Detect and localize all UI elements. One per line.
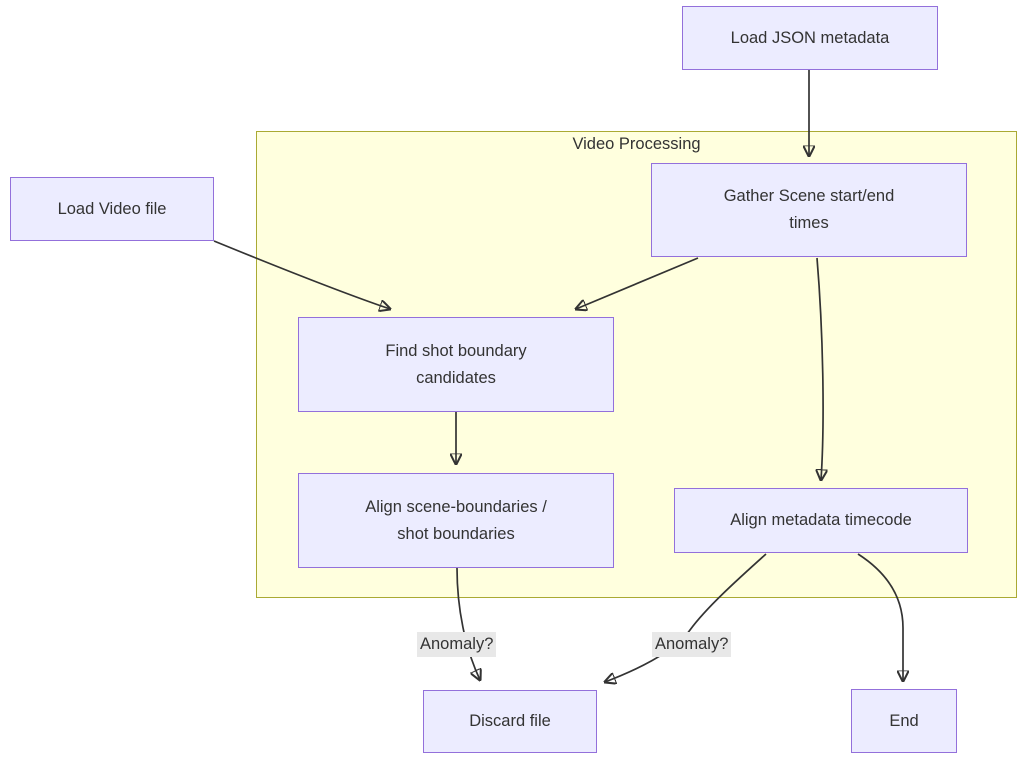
node-align-metadata-timecode: Align metadata timecode [674,488,968,553]
edge-label-anomaly-left: Anomaly? [417,632,497,657]
node-find-shot-boundary-candidates: Find shot boundary candidates [298,317,614,412]
node-gather-scene-times: Gather Scene start/end times [651,163,967,257]
node-end: End [851,689,957,753]
node-load-json-metadata: Load JSON metadata [682,6,938,70]
edge-label-anomaly-right: Anomaly? [652,632,732,657]
subgraph-title: Video Processing [572,135,701,153]
node-load-video-file: Load Video file [10,177,214,241]
node-align-scene-shot-boundaries: Align scene-boundaries / shot boundaries [298,473,614,568]
node-discard-file: Discard file [423,690,597,753]
